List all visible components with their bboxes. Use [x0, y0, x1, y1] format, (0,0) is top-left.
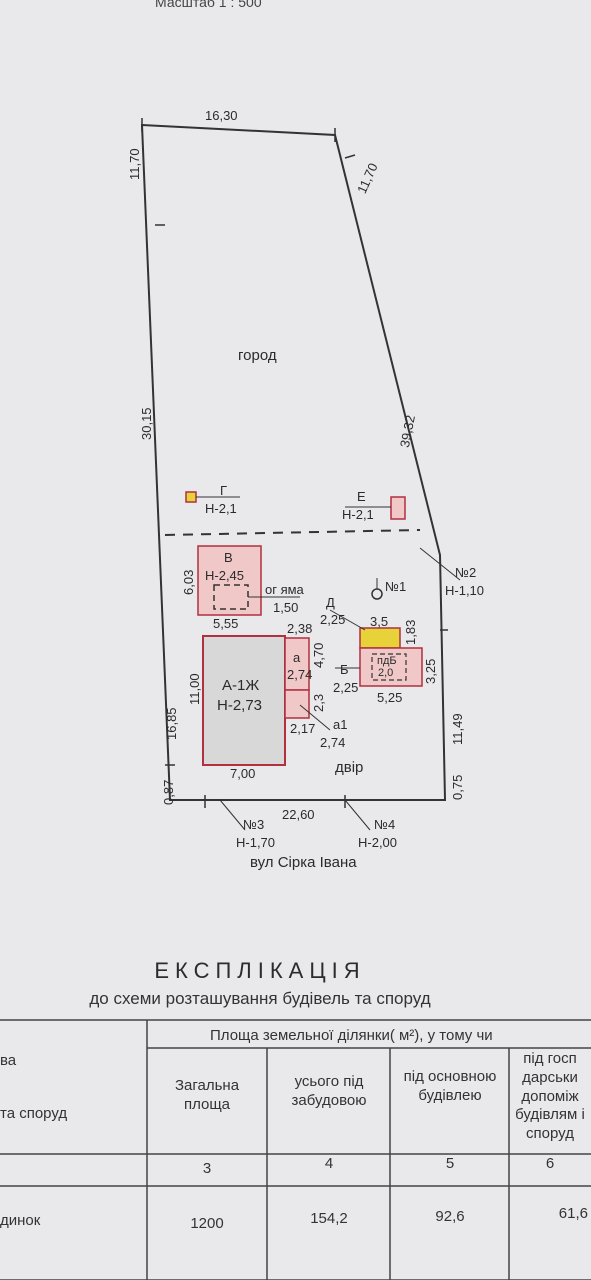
dim-right-low: 11,49 — [450, 713, 465, 745]
point-3-name: №3 — [243, 817, 265, 832]
building-v-h: 6,03 — [181, 569, 196, 595]
building-a1zh-w: 7,00 — [230, 766, 256, 781]
annex-a-val: 2,74 — [287, 667, 313, 682]
point-4-name: №4 — [374, 817, 396, 832]
building-g — [185, 491, 197, 503]
table-row-total: 1200 — [190, 1215, 224, 1232]
dim-bottom: 22,60 — [282, 807, 315, 822]
table-col-main: під основною будівлею — [403, 1068, 497, 1104]
annex-a-h: 4,70 — [311, 642, 326, 668]
annex-a1-d1: 2,17 — [290, 721, 316, 736]
dim-right-bottom: 0,75 — [450, 774, 465, 800]
table-num-4: 4 — [324, 1155, 334, 1172]
building-b-pdb-h: 2,0 — [378, 667, 394, 679]
building-a1zh-h: 11,00 — [187, 673, 202, 705]
building-d — [359, 627, 401, 649]
building-b-h2: 3,25 — [423, 658, 438, 684]
building-b-pdb: пдБ — [377, 655, 397, 667]
dim-top-a: 2,38 — [287, 621, 313, 636]
building-b-w2: 5,25 — [377, 690, 403, 705]
building-e — [390, 496, 406, 520]
point-1-marker — [371, 588, 383, 600]
boundary-ticks — [141, 118, 448, 808]
table-row-name: динок — [0, 1212, 41, 1229]
parcel-boundary — [140, 123, 447, 801]
table-num-3: 3 — [202, 1160, 212, 1177]
building-d-name: Д — [326, 595, 335, 610]
table-col-built: усього під забудовою — [291, 1073, 367, 1109]
building-g-height: Н-2,1 — [205, 501, 237, 516]
yard-label: двір — [335, 759, 364, 776]
building-a1zh-name: А-1Ж — [222, 677, 260, 694]
building-v-w: 5,55 — [213, 616, 239, 631]
table-row-aux: 61,6 — [558, 1205, 588, 1222]
table-num-5: 5 — [445, 1155, 455, 1172]
building-v-height: Н-2,45 — [205, 568, 245, 583]
garden-label: город — [238, 347, 277, 364]
point-3-height: Н-1,70 — [236, 835, 276, 850]
building-d-h: 3,5 — [370, 614, 389, 629]
annex-a1-h2: 2,3 — [311, 693, 326, 712]
building-b-name: Б — [340, 662, 349, 677]
table-col-aux: під госп дарськи допоміж будівлям і спор… — [515, 1050, 585, 1142]
scale-label: Масштаб 1 : 500 — [155, 0, 262, 10]
annex-a1-name: а1 — [333, 717, 348, 732]
building-a1zh — [202, 635, 286, 766]
building-b-h1: 1,83 — [403, 619, 418, 645]
pit-width: 1,50 — [273, 600, 299, 615]
building-b-w: 2,25 — [333, 680, 359, 695]
explication-table-grid — [0, 1019, 591, 1280]
building-e-height: Н-2,1 — [342, 507, 374, 522]
building-d-w: 2,25 — [320, 612, 346, 627]
dim-left-top: 11,70 — [127, 148, 142, 180]
point-1-label: №1 — [385, 579, 407, 594]
site-plan — [140, 118, 461, 831]
table-row-built: 154,2 — [310, 1210, 348, 1227]
building-a1zh-height: Н-2,73 — [217, 697, 263, 714]
point-4-height: Н-2,00 — [358, 835, 398, 850]
garden-separator — [164, 529, 421, 536]
point-2-name: №2 — [455, 565, 477, 580]
table-num-6: 6 — [545, 1155, 555, 1172]
building-v-name: В — [224, 550, 233, 565]
pit-label: ог яма — [265, 582, 304, 597]
table-row-main: 92,6 — [435, 1208, 465, 1225]
explication-subtitle: до схеми розташування будівель та споруд — [89, 989, 431, 1008]
dim-left-mid: 30,15 — [139, 407, 154, 440]
annex-a — [284, 637, 310, 691]
table-header-main: Площа земельної ділянки( м²), у тому чи — [210, 1027, 493, 1044]
annex-a1-w: 2,74 — [320, 735, 346, 750]
dim-left-low: 16,85 — [164, 707, 179, 740]
annex-a-name: а — [293, 650, 301, 665]
street-label: вул Сірка Івана — [250, 854, 357, 871]
table-col-left-2: та споруд — [0, 1105, 68, 1122]
explication-title: ЕКСПЛІКАЦІЯ — [154, 958, 366, 983]
building-e-name: Е — [357, 489, 366, 504]
basement-b — [371, 653, 407, 681]
table-col-total: Загальна площа — [174, 1077, 240, 1113]
dim-top: 16,30 — [205, 108, 238, 123]
table-col-left-1: ва — [0, 1052, 17, 1069]
point-2-height: Н-1,10 — [445, 583, 485, 598]
annex-a1 — [284, 689, 310, 719]
building-v — [197, 545, 262, 616]
dim-left-bottom: 0,87 — [161, 779, 176, 805]
building-g-name: Г — [220, 483, 228, 498]
